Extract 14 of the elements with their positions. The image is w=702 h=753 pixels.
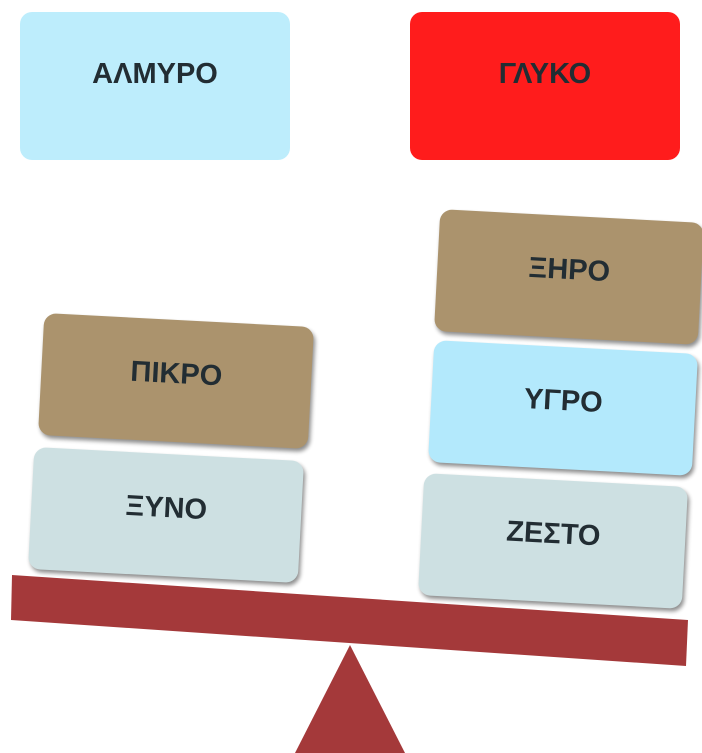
tile-label: ΖΕΣΤΟ — [504, 516, 602, 554]
tile-label: ΞΗΡΟ — [526, 252, 611, 290]
taste-tile — [428, 340, 698, 476]
taste-tile — [434, 209, 702, 345]
tile-label: ΓΛΥΚΟ — [498, 58, 592, 92]
label-card — [20, 12, 290, 160]
tile-label: ΠΙΚΡΟ — [128, 356, 224, 394]
tile-label: ΥΓΡΟ — [522, 382, 604, 422]
taste-tile — [38, 313, 314, 449]
label-card — [410, 12, 680, 160]
tile-label: ΑΛΜΥΡΟ — [92, 58, 218, 92]
tile-label: ΞΥΝΟ — [124, 490, 208, 528]
taste-tile — [418, 473, 688, 609]
taste-tile — [28, 447, 304, 583]
